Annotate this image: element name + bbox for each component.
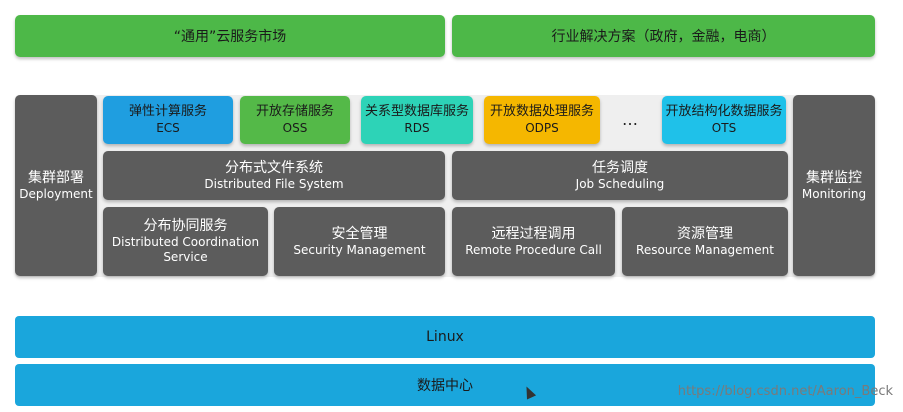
service-odps-zh: 开放数据处理服务: [489, 104, 594, 119]
monitoring-zh: 集群监控: [806, 169, 862, 186]
service-oss-en: OSS: [282, 121, 308, 135]
job-en: Job Scheduling: [575, 176, 665, 191]
datacenter-label: 数据中心: [417, 378, 473, 394]
service-ecs-en: ECS: [156, 121, 180, 135]
sec-zh: 安全管理: [331, 225, 388, 242]
res-en: Resource Management: [636, 242, 774, 257]
deployment-en: Deployment: [19, 186, 93, 201]
rpc-en: Remote Procedure Call: [465, 242, 602, 257]
monitoring-en: Monitoring: [801, 186, 867, 201]
watermark-url: https://blog.csdn.net/Aaron_Beck: [677, 384, 893, 399]
service-oss-zh: 开放存储服务: [255, 104, 334, 119]
dfs-zh: 分布式文件系统: [225, 159, 323, 176]
cluster-deployment-box: 集群部署 Deployment: [15, 95, 97, 276]
distributed-file-system-box: 分布式文件系统 Distributed File System: [103, 151, 445, 200]
general-cloud-market-label: “通用”云服务市场: [173, 29, 287, 45]
cluster-monitoring-box: 集群监控 Monitoring: [793, 95, 875, 276]
linux-label: Linux: [426, 329, 464, 345]
coord-en-2: Service: [163, 250, 208, 264]
service-rds-zh: 关系型数据库服务: [364, 104, 469, 119]
res-zh: 资源管理: [677, 225, 733, 242]
service-ots-zh: 开放结构化数据服务: [665, 104, 783, 119]
linux-layer: Linux: [15, 316, 875, 358]
job-zh: 任务调度: [592, 159, 648, 176]
service-rds: 关系型数据库服务 RDS: [361, 96, 473, 144]
sec-en: Security Management: [293, 242, 426, 257]
dfs-en: Distributed File System: [204, 176, 344, 191]
service-rds-en: RDS: [404, 121, 430, 135]
resource-management-box: 资源管理 Resource Management: [622, 207, 788, 276]
coord-en-1: Distributed Coordination: [111, 235, 260, 249]
remote-procedure-call-box: 远程过程调用 Remote Procedure Call: [452, 207, 615, 276]
industry-solutions-bar: 行业解决方案（政府，金融，电商）: [452, 15, 875, 57]
service-oss: 开放存储服务 OSS: [240, 96, 350, 144]
deployment-zh: 集群部署: [28, 169, 84, 186]
service-ecs-zh: 弹性计算服务: [128, 104, 207, 119]
service-ots: 开放结构化数据服务 OTS: [662, 96, 786, 144]
service-odps: 开放数据处理服务 ODPS: [484, 96, 600, 144]
service-ots-en: OTS: [711, 121, 737, 135]
job-scheduling-box: 任务调度 Job Scheduling: [452, 151, 788, 200]
security-management-box: 安全管理 Security Management: [274, 207, 445, 276]
industry-solutions-label: 行业解决方案（政府，金融，电商）: [551, 29, 776, 45]
datacenter-layer: 数据中心: [15, 364, 875, 406]
coord-zh: 分布协同服务: [143, 218, 228, 234]
more-services-ellipsis: …: [622, 110, 638, 129]
distributed-coordination-box: 分布协同服务 Distributed Coordination Service: [103, 207, 268, 276]
service-odps-en: ODPS: [525, 121, 559, 135]
general-cloud-market-bar: “通用”云服务市场: [15, 15, 445, 57]
rpc-zh: 远程过程调用: [491, 225, 576, 242]
service-ecs: 弹性计算服务 ECS: [103, 96, 233, 144]
